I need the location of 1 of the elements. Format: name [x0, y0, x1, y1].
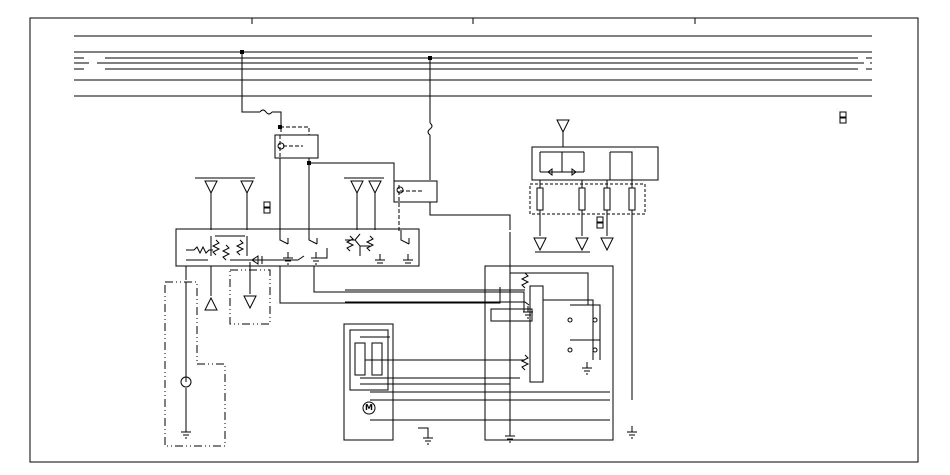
- motor-label: M: [364, 404, 374, 412]
